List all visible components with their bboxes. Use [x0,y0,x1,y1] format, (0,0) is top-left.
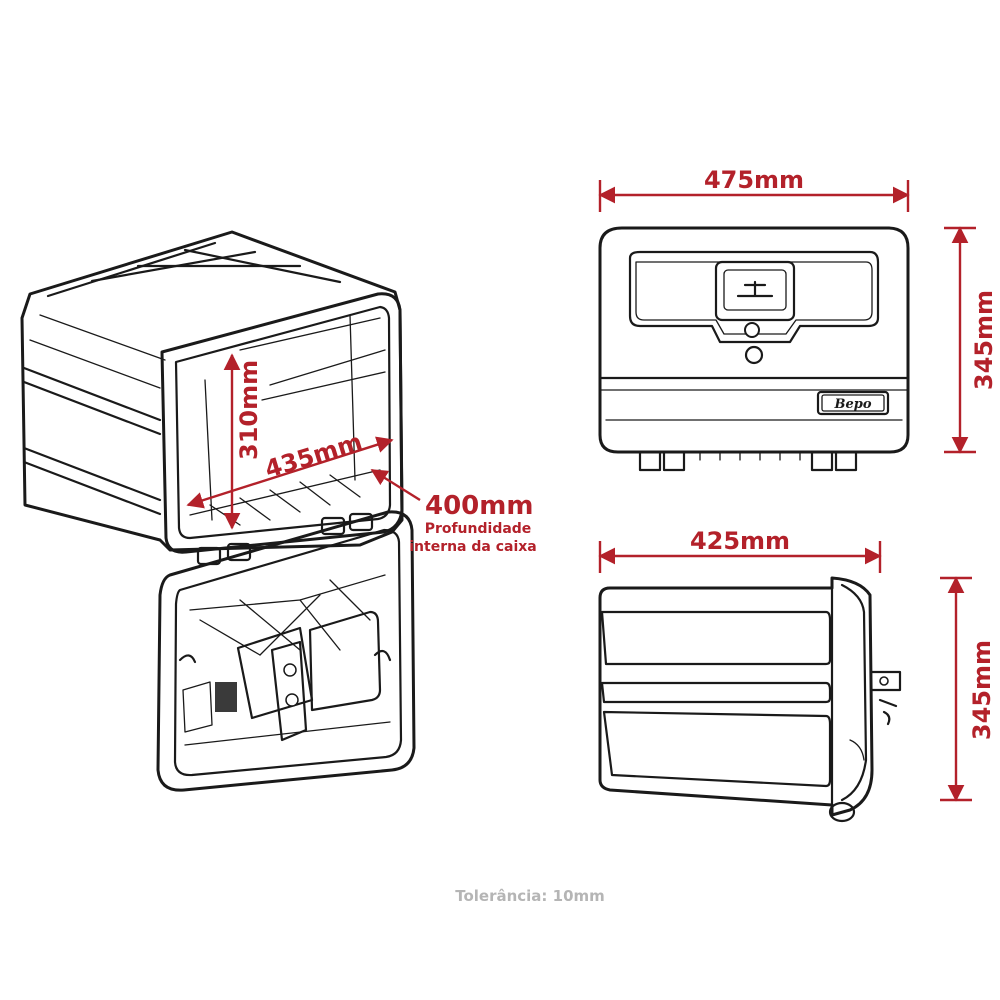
isometric-open-box [20,230,421,792]
brand-logo: Bepo [833,397,871,412]
side-height-label: 345mm [968,640,996,740]
inner-depth-label: 400mm [425,491,533,521]
inner-depth-caption-line1: Profundidade [425,521,532,537]
side-depth-label: 425mm [690,527,790,555]
front-height-label: 345mm [970,290,998,390]
inner-depth-caption-line2: interna da caixa [409,539,537,555]
inner-width-label: 435mm [262,428,366,484]
front-width-label: 475mm [704,166,804,194]
inner-height-label: 310mm [235,360,263,460]
tolerance-note: Tolerância: 10mm [455,887,605,905]
side-view-box [598,576,902,823]
front-view-box [598,226,910,472]
